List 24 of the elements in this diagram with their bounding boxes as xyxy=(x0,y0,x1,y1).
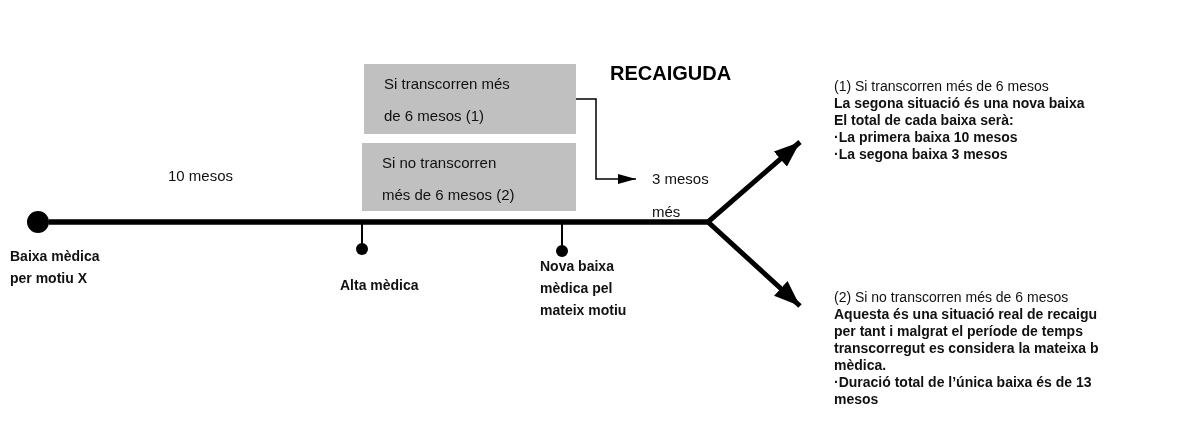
outcome-text: mèdica. xyxy=(834,357,888,374)
outcome-text: transcorregut es considera la mateixa b xyxy=(834,340,1100,357)
duration-label: 10 mesos xyxy=(168,167,234,184)
outcome-text: ·La primera baixa 10 mesos xyxy=(834,129,1019,146)
condition-box: Si no transcorren més de 6 mesos (2) xyxy=(362,143,576,211)
event-label: Alta mèdica xyxy=(340,277,420,294)
outcome-text: El total de cada baixa serà: xyxy=(834,112,1015,129)
outcome-text: ·Duració total de l’única baixa és de 13 mesos xyxy=(834,374,1093,408)
timeline-tick xyxy=(356,224,368,255)
timeline-tick xyxy=(556,224,568,257)
event-label: Nova baixa mèdica pel mateix motiu xyxy=(540,257,628,320)
outcome-text: Aquesta és una situació real de recaigu xyxy=(834,306,1098,323)
timeline-dot xyxy=(27,211,49,233)
outcome-text: per tant i malgrat el període de temps xyxy=(834,323,1084,340)
arrow xyxy=(575,98,637,184)
outcome-text: La segona situació és una nova baixa xyxy=(834,95,1086,112)
outcome-heading: (2) Si no transcorren més de 6 mesos xyxy=(834,289,1070,306)
condition-box: Si transcorren més de 6 mesos (1) xyxy=(364,64,576,134)
arrow xyxy=(49,219,802,308)
diagram-title: RECAIGUDA xyxy=(610,62,732,85)
duration-label: 3 mesos més xyxy=(652,162,722,228)
event-label: Baixa mèdica per motiu X xyxy=(10,247,101,288)
outcome-text: ·La segona baixa 3 mesos xyxy=(834,146,1009,163)
outcome-heading: (1) Si transcorren més de 6 mesos xyxy=(834,78,1050,95)
